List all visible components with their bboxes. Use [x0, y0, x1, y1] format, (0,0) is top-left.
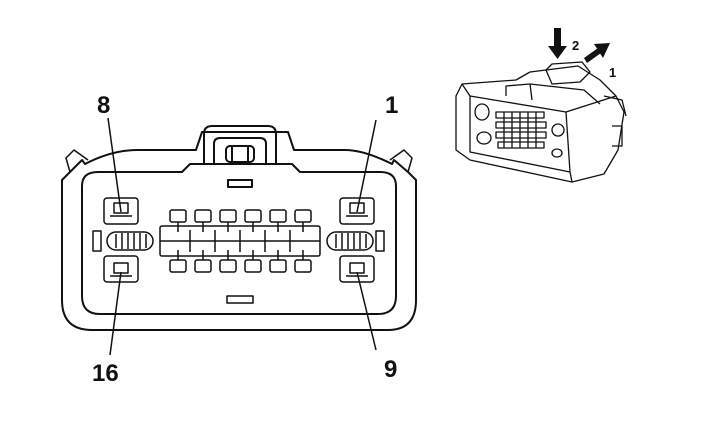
pin-label-9: 9 — [384, 356, 397, 383]
pin-8-cavity — [103, 197, 139, 225]
side-view-latch — [545, 61, 591, 85]
connector-inner-shell — [81, 163, 397, 315]
pin-1-cavity — [339, 197, 375, 225]
step-label-push: 2 — [572, 38, 579, 53]
pin-9-leader — [356, 271, 377, 351]
connector-front-view — [61, 117, 417, 356]
pin-label-1: 1 — [385, 92, 398, 119]
pin-1-leader — [356, 119, 377, 213]
pin-16-leader — [109, 271, 122, 356]
pin-16-cavity — [103, 255, 139, 283]
pin-label-16: 16 — [92, 360, 119, 387]
left-guide-rib — [92, 230, 154, 252]
bottom-key-slot — [226, 295, 254, 304]
pin-8-leader — [107, 117, 122, 213]
pin-leader-lines — [107, 117, 377, 356]
side-view-body — [455, 65, 625, 183]
pin-label-8: 8 — [97, 92, 110, 119]
pin-array-dividers — [189, 230, 291, 252]
pin-9-cavity — [339, 255, 375, 283]
push-arrow-icon — [548, 28, 567, 59]
connector-outer-shell — [61, 131, 417, 331]
lower-signal-pins — [169, 250, 312, 273]
connector-side-view — [455, 61, 627, 183]
upper-signal-pins — [169, 209, 312, 232]
latch-housing — [203, 125, 277, 188]
side-view-cavities — [474, 103, 565, 158]
right-guide-rib — [326, 230, 385, 252]
step-label-release: 1 — [609, 65, 616, 80]
side-lock-tabs — [65, 149, 413, 173]
signal-pin-array — [159, 209, 321, 273]
release-arrow-icon — [584, 43, 610, 63]
